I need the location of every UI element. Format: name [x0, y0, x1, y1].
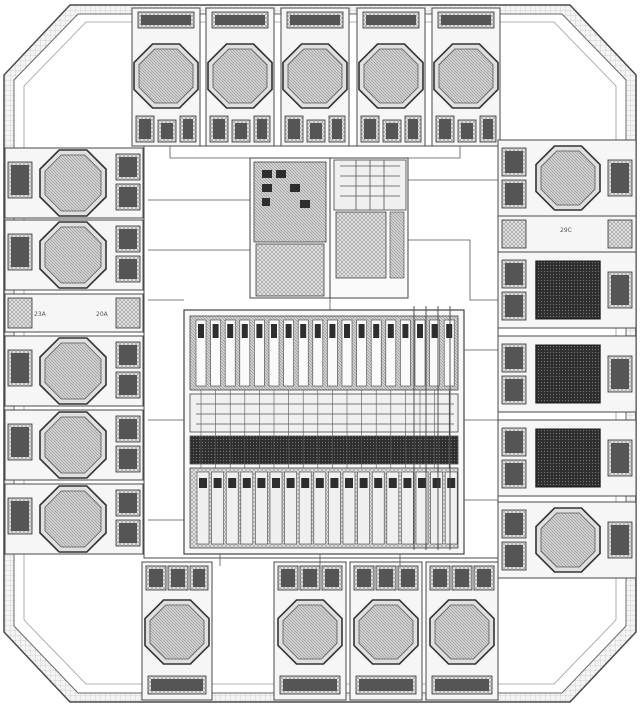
pad-right-3	[497, 335, 637, 413]
pad-left-5	[4, 483, 144, 555]
pad-left-1	[4, 147, 144, 219]
pad-bottom-4	[425, 561, 499, 701]
pad-bottom-2	[273, 561, 347, 701]
control-logic-block	[249, 157, 409, 299]
pad-label-right-a: 29C	[560, 227, 572, 234]
pad-label-left-b: 20A	[96, 311, 109, 318]
pad-left-3	[4, 335, 144, 407]
pad-top-1	[131, 7, 201, 147]
routing	[148, 146, 498, 566]
pad-right-2	[497, 251, 637, 329]
pad-bottom-1	[141, 561, 213, 701]
pad-top-5	[431, 7, 501, 147]
pad-right-5	[497, 501, 637, 579]
pad-label-left-a: 23A	[34, 311, 47, 318]
pad-bottom-3	[349, 561, 423, 701]
pad-right-4	[497, 419, 637, 497]
pad-top-4	[356, 7, 426, 147]
pad-left-2	[4, 219, 144, 291]
core-array-block	[183, 306, 465, 555]
pad-top-3	[280, 7, 350, 147]
pad-ring	[4, 7, 637, 701]
pad-left-4	[4, 409, 144, 481]
pad-right-1	[497, 139, 637, 217]
pad-top-2	[205, 7, 275, 147]
